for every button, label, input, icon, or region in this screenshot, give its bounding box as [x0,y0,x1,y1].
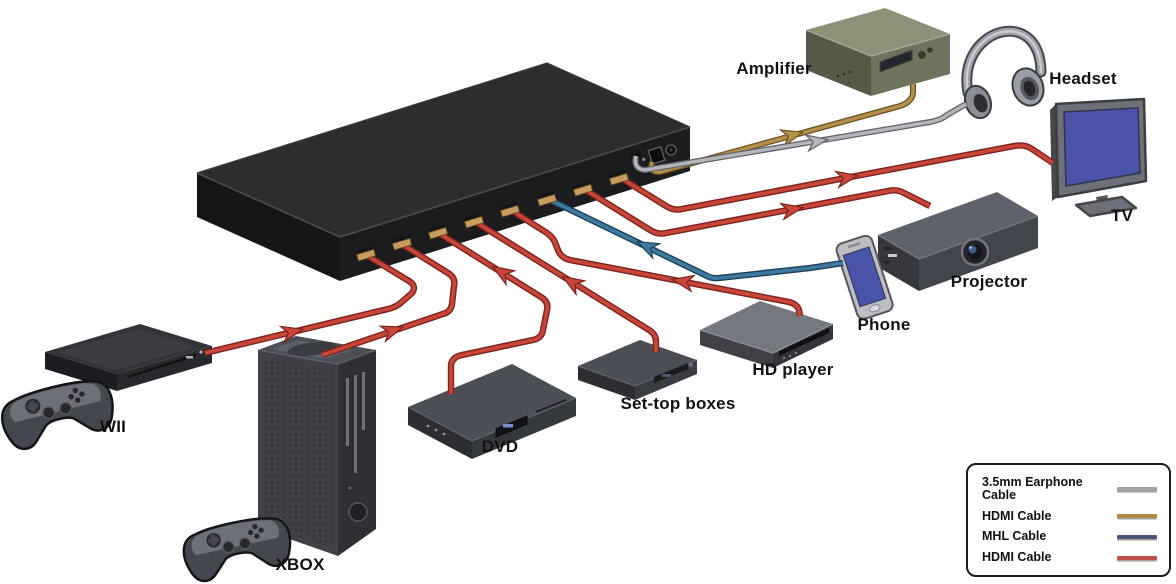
label-hd-player: HD player [752,360,834,379]
legend-swatch-hdmi-gold [1117,513,1157,518]
label-phone: Phone [857,315,911,334]
tv-screen [1063,107,1141,187]
cable-xbox-hdmi [320,240,458,359]
phone-device [835,234,894,320]
cable-wii-hdmi [204,250,418,357]
wii-device [45,324,212,391]
label-headset: Headset [1049,69,1117,88]
legend-swatch-earphone [1117,486,1157,491]
hdmi-ports [355,170,630,262]
phone-screen [842,246,887,308]
hdmi-switch-box [196,62,691,281]
legend-label: 3.5mm Earphone Cable [982,475,1083,502]
legend-label: HDMI Cable [982,550,1052,565]
tv-stand [1074,195,1138,218]
legend-label: HDMI Cable [982,508,1052,523]
label-tv: TV [1110,206,1134,225]
cable-dvd-hdmi [435,229,551,394]
xbox-device [257,336,377,556]
legend-row-hdmi-gold: HDMI Cable [982,508,1157,523]
cable-headset-earphone [632,101,968,174]
label-projector: Projector [950,272,1028,291]
tv-device [1050,97,1148,218]
label-xbox: XBOX [275,555,325,574]
wii-controller [0,372,120,455]
legend-swatch-mhl [1117,534,1157,539]
cable-tv-hdmi [619,142,1055,213]
amplifier-device [805,8,951,96]
cable-settop-hdmi [472,218,660,352]
amplifier-display [879,49,913,73]
label-wii: WII [99,417,127,436]
legend: 3.5mm Earphone Cable HDMI Cable MHL Cabl… [966,463,1171,577]
cable-projector-hdmi [582,186,932,237]
projector-device [877,192,1039,291]
label-amplifier: Amplifier [736,59,812,78]
cable-amplifier-hdmi [648,84,916,176]
label-dvd: DVD [481,437,519,456]
headset-device [961,25,1047,120]
hd-player-device [699,301,834,368]
label-set-top: Set-top boxes [620,394,736,413]
cable-phone-mhl [546,196,844,282]
legend-swatch-hdmi-red [1117,555,1157,560]
power-switch [642,144,677,165]
legend-row-earphone: 3.5mm Earphone Cable [982,476,1157,502]
set-top-box-device [577,340,698,400]
legend-row-hdmi-red: HDMI Cable [982,551,1157,564]
amplifier-knob [918,51,926,59]
legend-row-mhl: MHL Cable [982,530,1157,543]
cable-hdplayer-hdmi [509,207,804,317]
dvd-device [407,364,577,459]
legend-label: MHL Cable [982,529,1047,544]
